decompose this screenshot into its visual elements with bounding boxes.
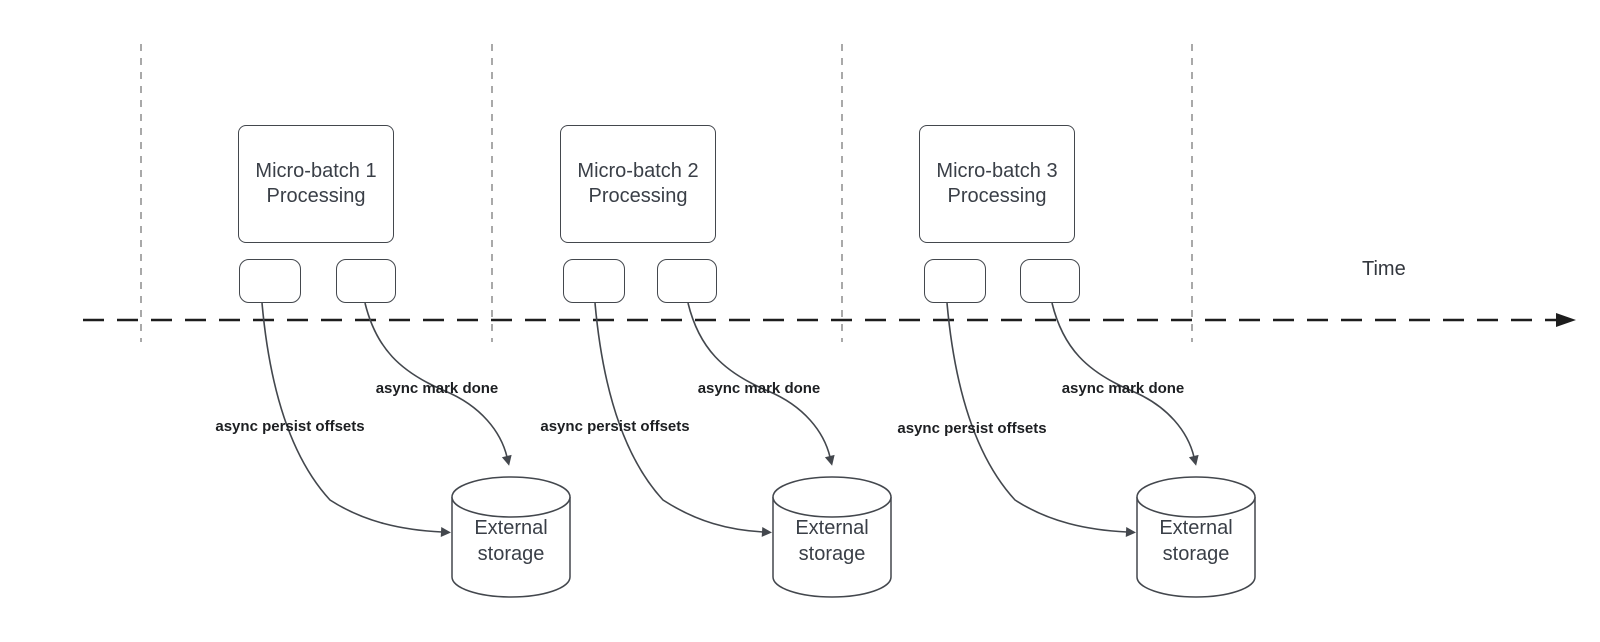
time-label: Time	[1362, 258, 1406, 280]
persist-offsets-label: async persist offsets	[540, 418, 690, 435]
micro-batch-processing-box: Micro-batch 3 Processing	[919, 125, 1075, 243]
persist-offsets-task-box	[563, 259, 625, 303]
async-persist-offsets-arrow	[261, 302, 451, 537]
storage-label: External storage	[1159, 517, 1233, 565]
mark-done-label: async mark done	[1061, 380, 1185, 397]
mark-done-label: async mark done	[375, 380, 499, 397]
external-storage-cylinder	[772, 476, 892, 598]
async-mark-done-arrow	[687, 302, 835, 466]
persist-offsets-task-box	[239, 259, 301, 303]
mark-done-task-box	[1020, 259, 1080, 303]
external-storage-cylinder	[1136, 476, 1256, 598]
micro-batch-processing-box: Micro-batch 1 Processing	[238, 125, 394, 243]
persist-offsets-task-box	[924, 259, 986, 303]
mark-done-task-box	[657, 259, 717, 303]
storage-label: External storage	[474, 517, 548, 565]
persist-offsets-label: async persist offsets	[215, 418, 365, 435]
external-storage-cylinder	[451, 476, 571, 598]
micro-batch-processing-box: Micro-batch 2 Processing	[560, 125, 716, 243]
async-mark-done-arrow	[364, 302, 512, 466]
storage-label: External storage	[795, 517, 869, 565]
async-persist-offsets-arrow	[946, 302, 1136, 537]
mark-done-task-box	[336, 259, 396, 303]
async-persist-offsets-arrow	[594, 302, 772, 537]
persist-offsets-label: async persist offsets	[897, 420, 1047, 437]
async-mark-done-arrow	[1051, 302, 1199, 466]
mark-done-label: async mark done	[697, 380, 821, 397]
